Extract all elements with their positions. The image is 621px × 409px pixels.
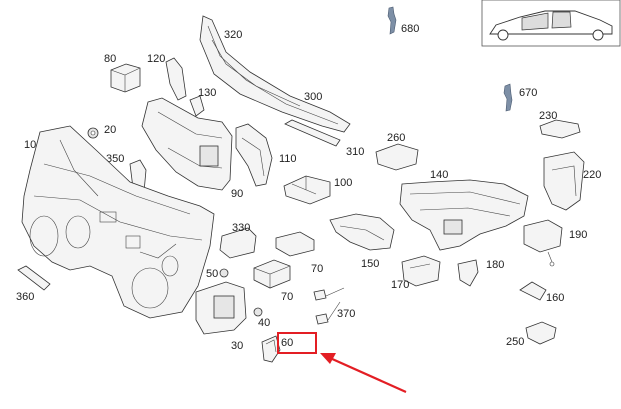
part-20 xyxy=(87,127,99,139)
label-110: 110 xyxy=(279,153,297,165)
pointer-arrow xyxy=(320,353,407,394)
label-170: 170 xyxy=(391,279,409,291)
part-140 xyxy=(399,179,529,251)
label-680: 680 xyxy=(401,23,419,35)
part-80 xyxy=(110,63,141,93)
label-90: 90 xyxy=(231,188,243,200)
label-70b: 70 xyxy=(281,291,293,303)
part-150 xyxy=(329,213,395,251)
label-300: 300 xyxy=(304,91,322,103)
part-310 xyxy=(284,119,341,147)
part-230 xyxy=(539,119,581,139)
car-thumbnail xyxy=(481,0,621,47)
part-100 xyxy=(283,175,331,205)
part-40 xyxy=(253,307,263,317)
part-260 xyxy=(375,143,419,171)
part-60 xyxy=(261,335,281,363)
part-360 xyxy=(17,265,51,291)
label-250: 250 xyxy=(506,336,524,348)
label-40: 40 xyxy=(258,317,270,329)
label-70a: 70 xyxy=(311,263,323,275)
part-170 xyxy=(401,255,441,287)
label-50: 50 xyxy=(206,268,218,280)
highlight-box xyxy=(277,332,317,354)
label-670: 670 xyxy=(519,87,537,99)
part-90 xyxy=(141,97,233,191)
label-330: 330 xyxy=(232,222,250,234)
label-140: 140 xyxy=(430,169,448,181)
clip-680 xyxy=(387,6,397,35)
label-30: 30 xyxy=(231,340,243,352)
part-190 xyxy=(523,219,563,267)
part-300-320-strip xyxy=(199,15,351,133)
part-220 xyxy=(543,151,585,211)
label-320: 320 xyxy=(224,29,242,41)
clip-670 xyxy=(503,83,513,112)
part-160 xyxy=(519,281,547,301)
part-330 xyxy=(219,227,257,259)
label-130: 130 xyxy=(198,87,216,99)
part-180 xyxy=(457,259,479,287)
label-60: 60 xyxy=(281,337,293,349)
label-350: 350 xyxy=(106,153,124,165)
part-30 xyxy=(195,281,247,335)
label-360: 360 xyxy=(16,291,34,303)
label-180: 180 xyxy=(486,259,504,271)
label-260: 260 xyxy=(387,132,405,144)
part-70-upper xyxy=(275,231,315,257)
part-110 xyxy=(235,123,273,187)
label-190: 190 xyxy=(569,229,587,241)
label-120: 120 xyxy=(147,53,165,65)
part-130 xyxy=(189,95,205,117)
part-250 xyxy=(525,321,557,345)
part-50 xyxy=(219,268,229,278)
part-120 xyxy=(165,57,187,101)
label-230: 230 xyxy=(539,110,557,122)
label-220: 220 xyxy=(583,169,601,181)
part-10-firewall xyxy=(21,125,215,319)
label-150: 150 xyxy=(361,258,379,270)
part-70-lower xyxy=(253,259,291,289)
label-100: 100 xyxy=(334,177,352,189)
part-370 xyxy=(313,287,345,325)
label-160: 160 xyxy=(546,292,564,304)
label-10: 10 xyxy=(24,139,36,151)
label-80: 80 xyxy=(104,53,116,65)
label-20: 20 xyxy=(104,124,116,136)
label-310: 310 xyxy=(346,146,364,158)
label-370: 370 xyxy=(337,308,355,320)
